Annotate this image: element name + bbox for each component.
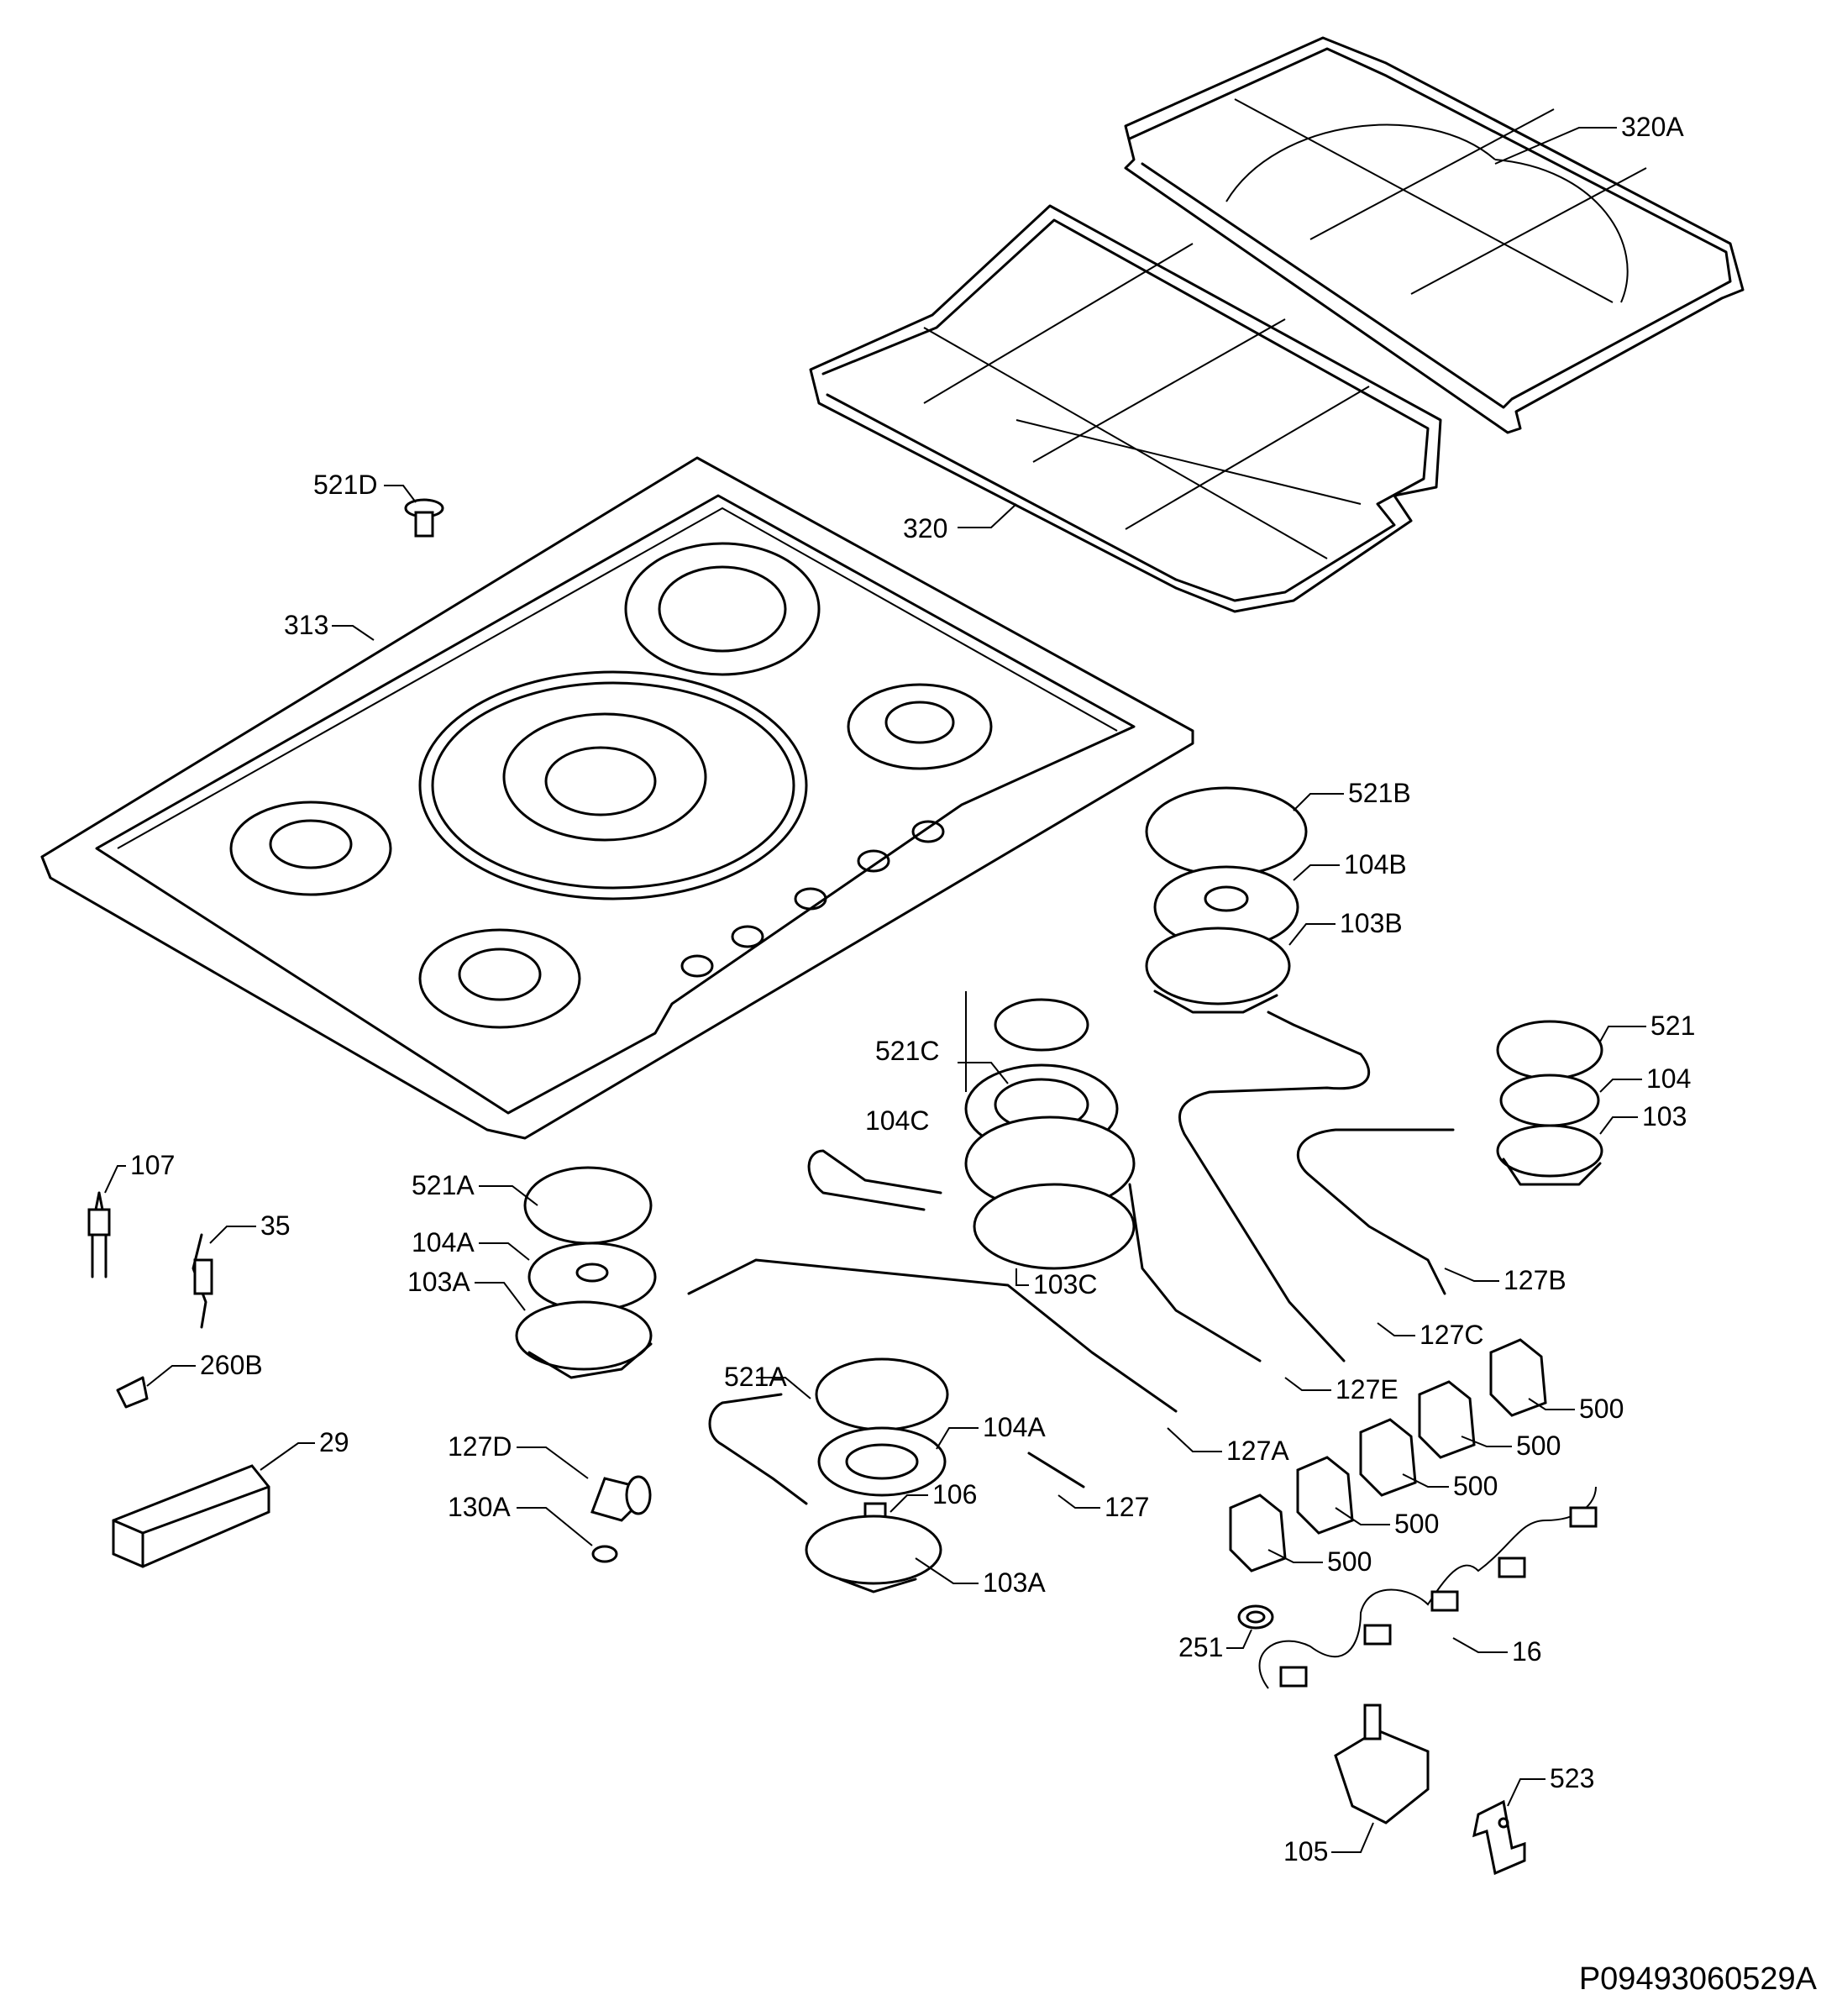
callout-103: 103 xyxy=(1642,1101,1687,1131)
callout-521d: 521D xyxy=(313,470,378,500)
ignition-electrode-35 xyxy=(192,1233,213,1329)
pan-support-320a xyxy=(1124,36,1745,434)
callout-104a-left: 104A xyxy=(412,1227,475,1257)
callout-521a-left: 521A xyxy=(412,1170,475,1200)
burner-assembly-b xyxy=(1145,786,1308,1014)
callout-127c: 127C xyxy=(1420,1320,1484,1350)
callout-127b: 127B xyxy=(1504,1265,1566,1295)
callout-104a-lower: 104A xyxy=(983,1412,1046,1442)
thermocouple-107 xyxy=(87,1191,111,1278)
callout-500-d: 500 xyxy=(1394,1509,1439,1539)
callout-103c: 103C xyxy=(1033,1269,1098,1299)
callout-320: 320 xyxy=(903,513,947,543)
hob-top-313 xyxy=(40,456,1194,1140)
callout-127a: 127A xyxy=(1226,1436,1289,1466)
gas-pipes xyxy=(687,1011,1455,1505)
callout-320a: 320A xyxy=(1621,112,1684,142)
leader-lines xyxy=(104,127,1646,1853)
callout-130a: 130A xyxy=(448,1492,511,1522)
burner-assembly-c xyxy=(964,991,1136,1270)
elbow-fitting-127d xyxy=(590,1475,652,1522)
screw-521d xyxy=(404,498,444,538)
callout-127d: 127D xyxy=(448,1431,512,1462)
ignition-generator-29 xyxy=(112,1464,270,1568)
callout-104: 104 xyxy=(1646,1063,1691,1094)
callout-127e: 127E xyxy=(1336,1374,1399,1404)
bracket-523 xyxy=(1472,1799,1526,1876)
callout-labels: 320A 320 521D 313 521B 104B 103B 521 104… xyxy=(130,112,1695,1866)
callout-29: 29 xyxy=(319,1427,349,1457)
pan-support-320 xyxy=(809,204,1442,613)
burner-assembly-a-left xyxy=(515,1166,657,1379)
diagram-reference-code: P09493060529A xyxy=(1578,1961,1817,1997)
callout-521: 521 xyxy=(1650,1011,1695,1041)
callout-106: 106 xyxy=(932,1479,977,1509)
callout-16: 16 xyxy=(1512,1636,1542,1667)
callout-251: 251 xyxy=(1178,1632,1223,1662)
callout-104c: 104C xyxy=(865,1105,930,1136)
callout-500-b: 500 xyxy=(1516,1431,1561,1461)
callout-103a-lower: 103A xyxy=(983,1567,1046,1598)
callout-523: 523 xyxy=(1550,1763,1594,1793)
callout-103b: 103B xyxy=(1340,908,1403,938)
callout-35: 35 xyxy=(260,1210,291,1241)
seal-251 xyxy=(1237,1604,1274,1630)
burner-assembly-small xyxy=(1496,1020,1603,1186)
callout-521c: 521C xyxy=(875,1036,940,1066)
callout-313: 313 xyxy=(284,610,328,640)
seal-130a xyxy=(591,1545,618,1563)
gas-tap-105 xyxy=(1334,1704,1430,1824)
callout-521b: 521B xyxy=(1348,778,1411,808)
callout-500-a: 500 xyxy=(1579,1394,1624,1424)
callout-104b: 104B xyxy=(1344,849,1407,879)
wiring-harness-16 xyxy=(1258,1486,1598,1689)
callout-521a-lower: 521A xyxy=(724,1362,787,1392)
callout-260b: 260B xyxy=(200,1350,263,1380)
clip-260b xyxy=(116,1376,149,1409)
burner-assembly-a-lower xyxy=(805,1357,949,1593)
callout-500-e: 500 xyxy=(1327,1546,1372,1577)
callout-105: 105 xyxy=(1283,1836,1328,1866)
callout-127: 127 xyxy=(1105,1492,1149,1522)
callout-103a-left: 103A xyxy=(407,1267,470,1297)
callout-107: 107 xyxy=(130,1150,175,1180)
callout-500-c: 500 xyxy=(1453,1471,1498,1501)
